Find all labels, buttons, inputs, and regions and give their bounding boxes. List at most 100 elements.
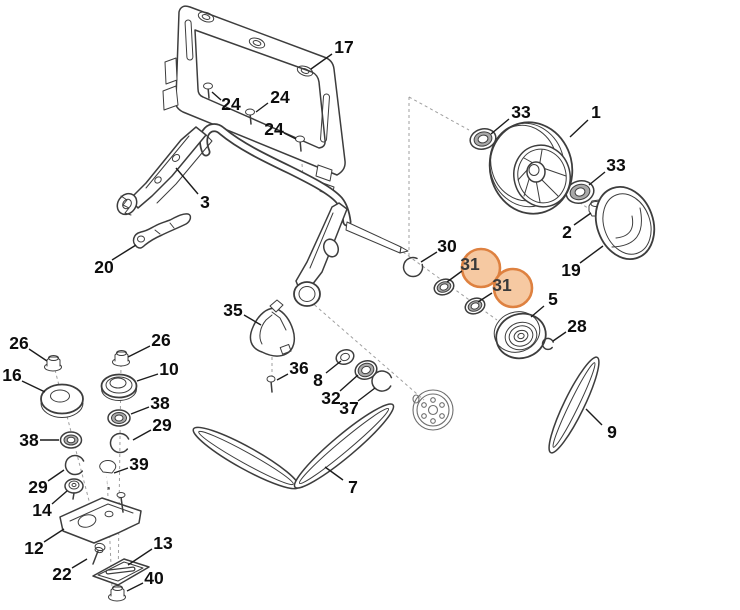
part-label-35: 35 <box>223 300 243 320</box>
blade-drive-disc <box>412 389 454 431</box>
washer-31-b <box>464 297 486 315</box>
part-label-10: 10 <box>159 359 179 379</box>
leader-line-part-37 <box>357 387 376 402</box>
part-label-5: 5 <box>548 289 558 309</box>
part-14-bolt <box>64 478 84 500</box>
screw-24-c <box>295 135 305 152</box>
part-label-28: 28 <box>567 316 587 336</box>
leader-line-part-2 <box>573 212 592 226</box>
leader-line-part-26 <box>28 348 48 362</box>
part-label-31[interactable]: 31 <box>492 275 512 295</box>
part-label-16: 16 <box>2 365 22 385</box>
part-label-33: 33 <box>606 155 626 175</box>
leader-line-part-8 <box>325 360 342 374</box>
part-label-31[interactable]: 31 <box>460 254 480 274</box>
part-label-22: 22 <box>52 564 72 584</box>
part-39-bolt <box>99 460 117 490</box>
leader-line-part-29 <box>132 429 152 441</box>
part-38-bushings <box>59 409 131 449</box>
hotspot-part-31[interactable] <box>460 247 502 289</box>
leader-line-part-24 <box>211 91 222 101</box>
bearing-33-left <box>469 128 497 150</box>
leader-line-part-31 <box>477 292 493 303</box>
leader-line-part-13 <box>127 548 153 566</box>
washer-31-a <box>433 278 455 296</box>
part-10-buffer <box>100 373 138 401</box>
leader-line-part-35 <box>243 314 262 326</box>
leader-line-part-22 <box>71 558 88 569</box>
part-40-nut <box>108 585 126 602</box>
hotspot-part-31[interactable] <box>492 267 534 309</box>
bearing-33-right <box>565 180 595 204</box>
part-label-14: 14 <box>32 500 52 520</box>
part-label-1: 1 <box>591 102 601 122</box>
part-label-26: 26 <box>151 330 171 350</box>
part-label-38: 38 <box>150 393 170 413</box>
part-24-screws <box>203 82 305 152</box>
leader-line-part-31 <box>446 270 463 283</box>
leader-line-part-33 <box>588 171 606 186</box>
part-label-30: 30 <box>437 236 457 256</box>
leader-line-part-28 <box>552 331 567 342</box>
part-label-36: 36 <box>289 358 309 378</box>
part-28-clip <box>541 337 554 351</box>
part-label-7: 7 <box>348 477 358 497</box>
part-label-39: 39 <box>129 454 149 474</box>
part-35-belt-guard <box>249 299 296 357</box>
part-label-26: 26 <box>9 333 29 353</box>
nut-26-center <box>112 350 130 367</box>
part-label-38: 38 <box>19 430 39 450</box>
leader-line-part-10 <box>136 373 159 382</box>
leader-line-part-32 <box>339 374 359 392</box>
screw-24-b <box>245 108 255 125</box>
leader-line-part-24 <box>255 102 269 113</box>
leader-line-part-1 <box>569 119 589 138</box>
part-label-12: 12 <box>24 538 44 558</box>
part-label-29: 29 <box>152 415 172 435</box>
part-37-snap-ring <box>371 370 393 392</box>
leader-line-part-12 <box>43 528 65 543</box>
part-3-handlebar-frame <box>116 123 409 307</box>
part-label-24: 24 <box>221 94 241 114</box>
part-label-2: 2 <box>562 222 572 242</box>
leader-line-part-38 <box>130 406 150 415</box>
leader-line-part-30 <box>420 251 438 263</box>
part-12-bracket-plate <box>59 492 142 544</box>
part-label-24: 24 <box>270 87 290 107</box>
part-1-wheel <box>488 121 574 215</box>
part-29-snap-rings <box>64 432 130 476</box>
part-5-belt-pulley <box>493 311 547 360</box>
leader-line-part-36 <box>276 373 289 381</box>
part-label-20: 20 <box>94 257 114 277</box>
part-label-29: 29 <box>28 477 48 497</box>
part-17-handle-bracket <box>162 5 346 197</box>
leader-line-part-7 <box>324 466 344 481</box>
part-label-37: 37 <box>339 398 358 418</box>
part-20-lever <box>132 213 192 249</box>
bushing-38-left <box>59 431 83 449</box>
part-16-buffer <box>40 383 84 418</box>
part-19-hub-cap <box>594 186 656 260</box>
screw-24-a <box>203 82 213 99</box>
part-label-17: 17 <box>334 37 353 57</box>
leader-line-part-3 <box>175 167 199 195</box>
leader-line-part-29 <box>47 469 65 482</box>
part-label-3: 3 <box>200 192 210 212</box>
leader-line-part-20 <box>111 244 137 261</box>
part-30-snap-ring <box>402 256 424 278</box>
part-7-v-belt <box>192 403 395 490</box>
leader-line-part-24 <box>283 132 297 140</box>
nut-26-left <box>44 355 62 372</box>
leader-line-part-33 <box>490 118 510 135</box>
leader-line-part-17 <box>310 53 333 70</box>
part-label-19: 19 <box>561 260 581 280</box>
part-13-clamp-plate <box>92 558 150 586</box>
part-22-screw <box>92 542 106 565</box>
part-label-8: 8 <box>313 370 323 390</box>
leader-line-part-39 <box>113 467 129 474</box>
leader-line-part-26 <box>127 345 151 358</box>
part-26-nuts <box>44 350 130 372</box>
leader-line-part-5 <box>530 305 545 318</box>
